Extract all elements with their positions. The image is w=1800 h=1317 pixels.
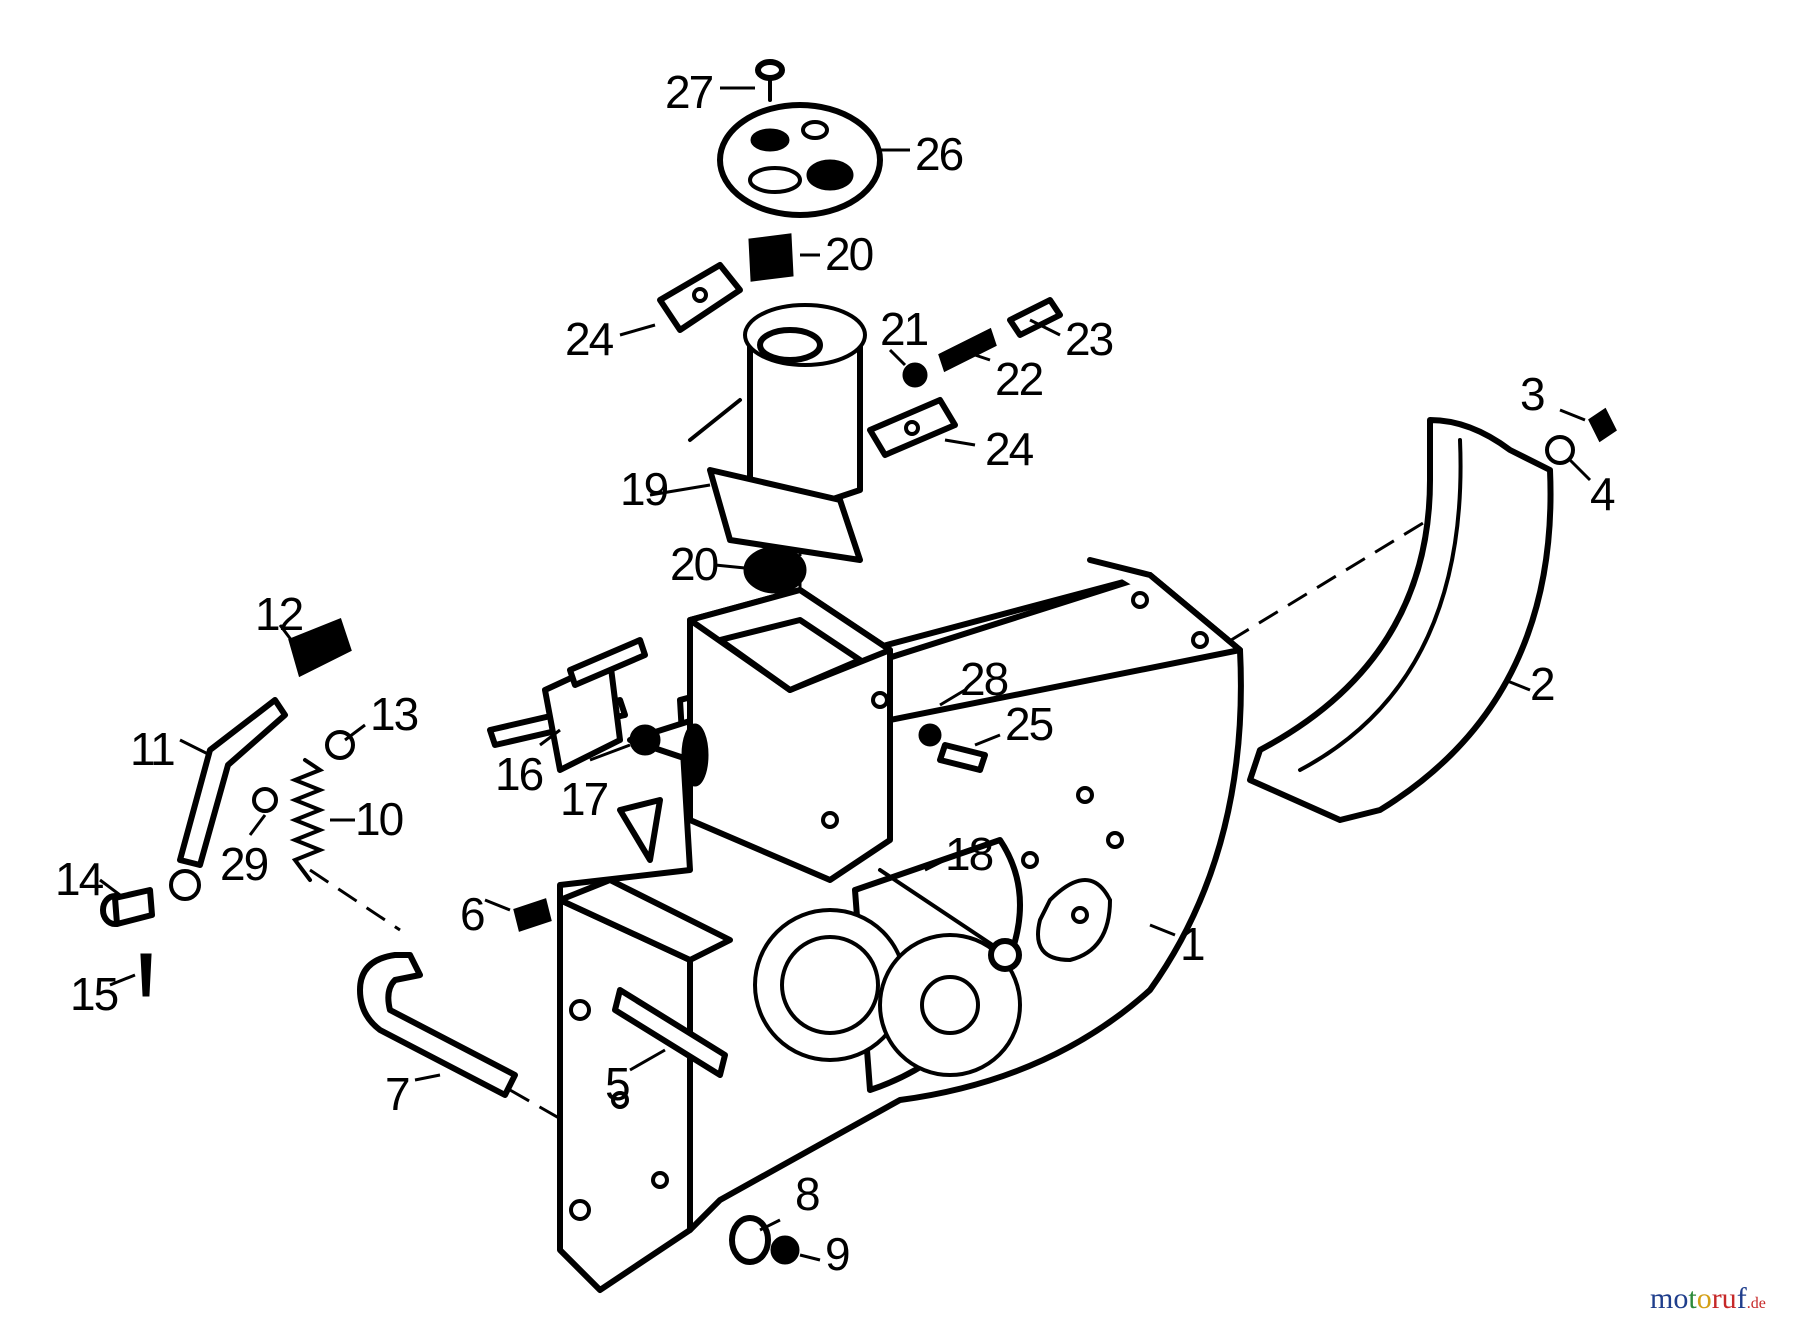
callout-10: 10 bbox=[355, 793, 403, 845]
callout-19: 19 bbox=[620, 463, 668, 515]
bolt-part-3 bbox=[1545, 407, 1617, 465]
plate-part-24-left bbox=[657, 262, 743, 333]
nut-part-29 bbox=[252, 787, 278, 813]
cap-part-26 bbox=[717, 102, 883, 218]
curved-shield-part-2 bbox=[1247, 417, 1554, 823]
nut-part-9 bbox=[770, 1235, 800, 1265]
bushing-part-20-bottom bbox=[743, 546, 807, 594]
callout-24-right: 24 bbox=[985, 423, 1034, 475]
logo-segment-5: f bbox=[1737, 1282, 1747, 1315]
leader-lines bbox=[99, 86, 1592, 1262]
callout-16: 16 bbox=[495, 748, 543, 800]
column-tube bbox=[617, 587, 893, 883]
screw-part-27 bbox=[755, 59, 785, 102]
shaft-part-5 bbox=[612, 987, 728, 1078]
bushing-part-20-top bbox=[748, 233, 794, 282]
callout-4: 4 bbox=[1590, 468, 1615, 520]
shaft-part-16 bbox=[487, 637, 661, 773]
bolt-part-14 bbox=[100, 887, 155, 927]
bolt-part-6 bbox=[513, 898, 552, 932]
nut-part-21 bbox=[902, 362, 928, 388]
callout-9: 9 bbox=[825, 1228, 849, 1280]
callout-17: 17 bbox=[560, 773, 608, 825]
washer-part-8 bbox=[729, 1215, 771, 1265]
callout-21: 21 bbox=[880, 303, 928, 355]
callout-25: 25 bbox=[1005, 698, 1053, 750]
callout-22: 22 bbox=[995, 353, 1043, 405]
callout-2: 2 bbox=[1530, 658, 1554, 710]
callout-labels: 1 2 3 4 5 6 7 8 9 10 11 12 13 14 15 16 1… bbox=[55, 66, 1617, 1280]
shaft-part-18 bbox=[878, 868, 1022, 972]
callout-14: 14 bbox=[55, 853, 104, 905]
logo-segment-1: mo bbox=[1650, 1282, 1688, 1315]
side-plate bbox=[557, 877, 733, 1293]
bolt-part-25 bbox=[937, 742, 988, 773]
plate-part-24-right bbox=[867, 397, 958, 458]
lever-part-11 bbox=[169, 697, 288, 901]
callout-1: 1 bbox=[1180, 918, 1204, 970]
callout-24-left: 24 bbox=[565, 313, 614, 365]
grip-part-12 bbox=[288, 618, 352, 678]
callout-8: 8 bbox=[795, 1168, 819, 1220]
washer-part-28 bbox=[918, 723, 942, 747]
pin-part-15 bbox=[140, 953, 152, 997]
logo-suffix: .de bbox=[1747, 1295, 1766, 1312]
callout-26: 26 bbox=[915, 128, 963, 180]
logo-segment-2: t bbox=[1688, 1282, 1697, 1315]
callout-28: 28 bbox=[960, 653, 1008, 705]
svg-text:motoruf.de: motoruf.de bbox=[1650, 1282, 1766, 1315]
spring-part-22 bbox=[938, 327, 997, 373]
spring-part-10 bbox=[289, 758, 326, 882]
motoruf-logo: motoruf.de bbox=[1650, 1282, 1766, 1315]
callout-3: 3 bbox=[1520, 368, 1544, 420]
callout-27: 27 bbox=[665, 66, 713, 118]
lever-part-7 bbox=[357, 952, 518, 1098]
bolt-part-23 bbox=[1007, 297, 1063, 338]
callout-23: 23 bbox=[1065, 313, 1113, 365]
callout-5: 5 bbox=[605, 1058, 629, 1110]
callout-6: 6 bbox=[460, 888, 484, 940]
logo-segment-3: o bbox=[1697, 1282, 1712, 1315]
callout-15: 15 bbox=[70, 968, 118, 1020]
callout-20-bottom: 20 bbox=[670, 538, 718, 590]
callout-18: 18 bbox=[945, 828, 993, 880]
callout-20-top: 20 bbox=[825, 228, 873, 280]
pivot-housing-part-19 bbox=[688, 303, 867, 563]
callout-29: 29 bbox=[220, 838, 268, 890]
logo-segment-4: ru bbox=[1712, 1282, 1737, 1315]
callout-12: 12 bbox=[255, 588, 303, 640]
callout-7: 7 bbox=[385, 1068, 409, 1120]
callout-13: 13 bbox=[370, 688, 418, 740]
callout-11: 11 bbox=[130, 723, 174, 775]
